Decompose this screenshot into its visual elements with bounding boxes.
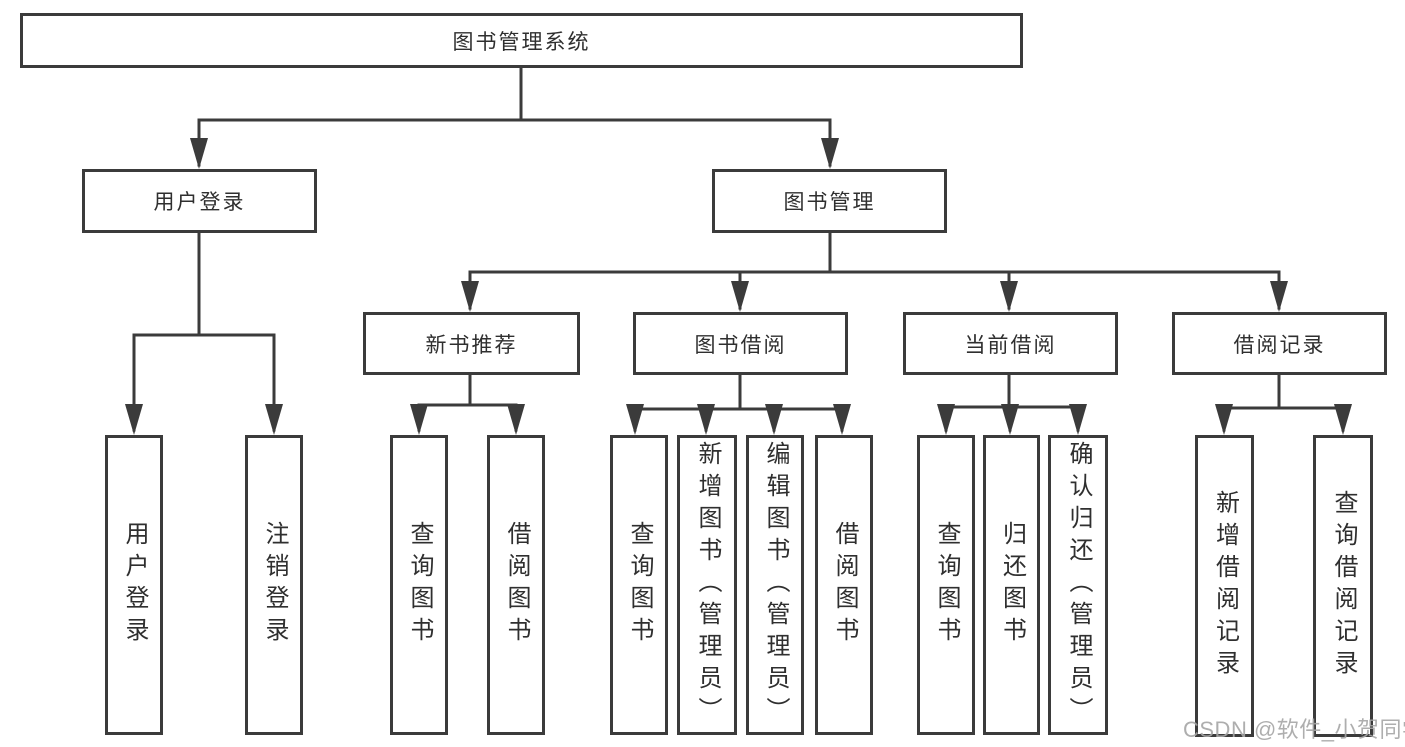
leaf-query-books-recommend: 查询图书 — [390, 435, 448, 735]
node-user-login: 用户登录 — [82, 169, 317, 233]
leaf-borrow-books-recommend: 借阅图书 — [487, 435, 545, 735]
node-book-borrow: 图书借阅 — [633, 312, 848, 375]
leaf-logout-login: 注销登录 — [245, 435, 303, 735]
leaf-query-books-current: 查询图书 — [917, 435, 975, 735]
node-current-borrow: 当前借阅 — [903, 312, 1118, 375]
leaf-query-books-borrow: 查询图书 — [610, 435, 668, 735]
node-borrow-record: 借阅记录 — [1172, 312, 1387, 375]
node-new-book-recommend: 新书推荐 — [363, 312, 580, 375]
leaf-confirm-return-admin: 确认归还（管理员） — [1048, 435, 1108, 735]
leaf-borrow-books: 借阅图书 — [815, 435, 873, 735]
leaf-add-borrow-record: 新增借阅记录 — [1195, 435, 1254, 737]
leaf-add-books-admin: 新增图书（管理员） — [677, 435, 737, 735]
leaf-user-login: 用户登录 — [105, 435, 163, 735]
leaf-query-borrow-record: 查询借阅记录 — [1313, 435, 1373, 737]
watermark: CSDN @软件_小贺同学 — [1183, 717, 1405, 742]
leaf-return-books: 归还图书 — [983, 435, 1040, 735]
leaf-edit-books-admin: 编辑图书（管理员） — [746, 435, 804, 735]
node-book-management: 图书管理 — [712, 169, 947, 233]
node-root: 图书管理系统 — [20, 13, 1023, 68]
